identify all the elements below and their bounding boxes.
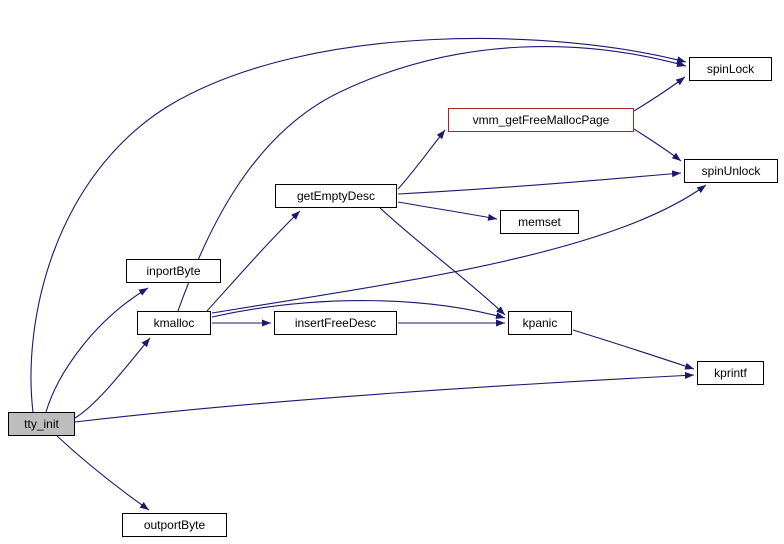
edge-vmm_getFreeMallocPage-spinUnlock bbox=[633, 128, 682, 162]
node-spinLock[interactable]: spinLock bbox=[689, 57, 772, 81]
edge-tty_init-spinLock bbox=[30, 37, 687, 413]
node-insertFreeDesc[interactable]: insertFreeDesc bbox=[274, 311, 397, 335]
edge-getEmptyDesc-spinUnlock bbox=[397, 170, 682, 195]
edge-getEmptyDesc-vmm_getFreeMallocPage bbox=[397, 129, 446, 190]
node-vmm_getFreeMallocPage[interactable]: vmm_getFreeMallocPage bbox=[448, 108, 634, 132]
node-outportByte[interactable]: outportByte bbox=[122, 513, 227, 537]
edge-tty_init-kmalloc bbox=[74, 337, 151, 419]
edge-tty_init-inportByte bbox=[45, 287, 149, 413]
node-kmalloc[interactable]: kmalloc bbox=[137, 311, 211, 335]
node-kpanic[interactable]: kpanic bbox=[508, 311, 572, 335]
node-tty_init[interactable]: tty_init bbox=[8, 412, 75, 436]
node-getEmptyDesc[interactable]: getEmptyDesc bbox=[275, 184, 397, 208]
edge-tty_init-kprintf bbox=[74, 371, 695, 423]
node-inportByte[interactable]: inportByte bbox=[126, 259, 221, 283]
edge-kpanic-kprintf bbox=[572, 329, 695, 370]
edge-vmm_getFreeMallocPage-spinLock bbox=[633, 76, 686, 112]
node-kprintf[interactable]: kprintf bbox=[697, 361, 764, 385]
edge-tty_init-outportByte bbox=[56, 435, 150, 511]
edge-getEmptyDesc-kpanic bbox=[379, 207, 506, 316]
node-memset[interactable]: memset bbox=[500, 210, 579, 234]
edge-kmalloc-spinLock bbox=[177, 46, 687, 312]
node-spinUnlock[interactable]: spinUnlock bbox=[684, 159, 778, 183]
edge-getEmptyDesc-memset bbox=[397, 201, 498, 221]
